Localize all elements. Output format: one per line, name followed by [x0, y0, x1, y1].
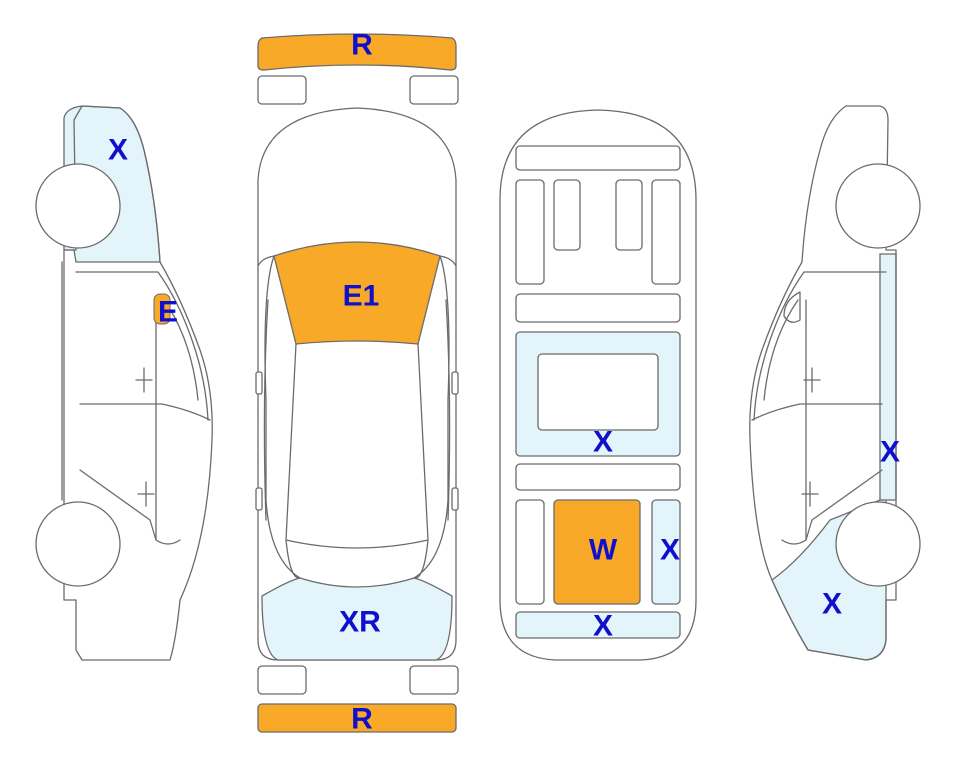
- top-view: R E1 XR R: [255, 29, 459, 736]
- right-side-window-curve: [763, 299, 799, 401]
- right-side-door-line-mid: [751, 403, 883, 421]
- underbody-outline: [499, 109, 697, 661]
- left-side-door-line-bottom: [79, 469, 157, 541]
- top-rear-bumper-label: R: [351, 703, 373, 736]
- top-left-side-line-inner: [263, 299, 269, 521]
- left-side-spot-label: E: [158, 296, 178, 329]
- right-side-edge-label: X: [880, 436, 900, 469]
- top-front-bumper-label: R: [351, 29, 373, 62]
- left-side-handle-rear: [137, 481, 155, 507]
- top-hood-line-right: [439, 255, 457, 267]
- underbody-rear-strip-label: X: [593, 610, 613, 643]
- underbody-center-inner: [537, 353, 659, 431]
- top-rear-bumper[interactable]: [257, 703, 457, 733]
- underbody-rear-left-rail: [515, 499, 545, 605]
- right-side-body-outline: [749, 105, 897, 661]
- underbody-rear-strip[interactable]: [515, 611, 681, 639]
- top-windshield-label: E1: [343, 280, 380, 313]
- right-side-front-wheel: [835, 163, 921, 249]
- right-side-handle-front: [803, 367, 821, 393]
- underbody-right-strip[interactable]: [651, 499, 681, 605]
- left-side-door-line-pillar: [155, 299, 181, 545]
- top-rear-area-label: XR: [339, 606, 381, 639]
- right-side-rear-wheel: [835, 501, 921, 587]
- left-side-door-damage-spot[interactable]: [153, 293, 171, 325]
- top-rear-light-left: [257, 665, 307, 695]
- top-mirror-left: [255, 371, 263, 395]
- right-side-mirror: [783, 291, 801, 323]
- top-roof-outline: [285, 343, 429, 549]
- top-handle-right: [451, 487, 459, 511]
- top-left-side-line: [264, 255, 301, 579]
- underbody-crossmember-front: [515, 293, 681, 323]
- right-side-view: X X: [749, 105, 921, 661]
- underbody-center-label: X: [593, 426, 613, 459]
- left-side-rear-wheel: [35, 501, 121, 587]
- underbody-front-right-rail: [651, 179, 681, 285]
- left-side-handle-front: [135, 367, 153, 393]
- right-side-handle-rear: [801, 481, 819, 507]
- right-side-door-line-top: [753, 271, 887, 421]
- underbody-spare-wheel[interactable]: [553, 499, 641, 605]
- top-body-outline: [257, 107, 457, 661]
- underbody-front-left-inner: [553, 179, 581, 251]
- top-front-light-right: [409, 75, 459, 105]
- top-rear-window: [285, 539, 429, 579]
- top-mirror-right: [451, 371, 459, 395]
- underbody-right-strip-label: X: [660, 534, 680, 567]
- left-side-body-outline: [63, 105, 213, 661]
- top-right-side-line-inner: [445, 299, 451, 521]
- right-side-rear-panel-label: X: [822, 588, 842, 621]
- underbody-crossmember-rear: [515, 463, 681, 491]
- left-side-view: X E: [35, 105, 213, 661]
- underbody-front-left-rail: [515, 179, 545, 285]
- underbody-front-right-inner: [615, 179, 643, 251]
- right-side-door-line-pillar: [781, 299, 807, 545]
- top-hood-line-left: [257, 255, 275, 267]
- right-side-door-line-bottom: [805, 469, 883, 541]
- top-rear-light-right: [409, 665, 459, 695]
- left-side-door-line-top: [75, 271, 209, 421]
- underbody-front-bar: [515, 145, 681, 171]
- left-side-upper-label: X: [108, 134, 128, 167]
- top-front-light-left: [257, 75, 307, 105]
- underbody-view: X W X X: [499, 109, 697, 661]
- left-side-door-line-mid: [79, 403, 211, 421]
- top-front-bumper[interactable]: [257, 33, 457, 71]
- top-right-side-line: [413, 255, 450, 579]
- left-side-front-wheel: [35, 163, 121, 249]
- underbody-spare-wheel-label: W: [589, 534, 618, 567]
- top-handle-left: [255, 487, 263, 511]
